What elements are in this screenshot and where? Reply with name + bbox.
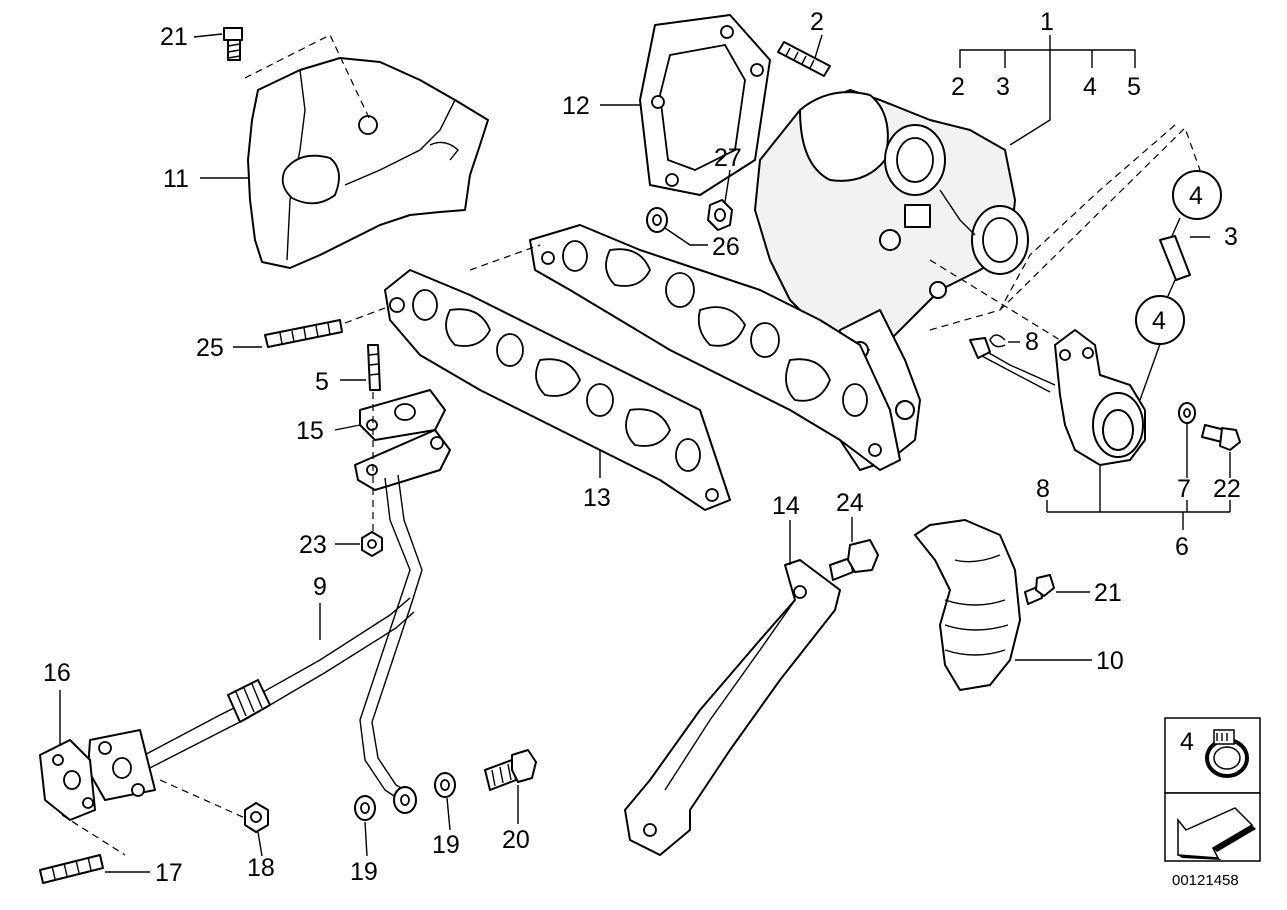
label-23: 23 [299, 531, 327, 559]
label-13: 13 [583, 484, 611, 512]
banjo-fitting [393, 786, 417, 814]
label-2-top: 2 [810, 8, 824, 36]
label-14: 14 [772, 492, 800, 520]
stud-5 [367, 344, 381, 391]
manifold-gasket-lower [384, 269, 731, 511]
bolt-21-upper [223, 27, 243, 61]
heat-shield-upper [247, 57, 489, 269]
direction-arrow-icon [1177, 807, 1256, 860]
stud-25 [264, 319, 343, 348]
label-5-group: 5 [1127, 73, 1141, 101]
label-26: 26 [712, 233, 740, 261]
gasket-15 [359, 389, 446, 441]
label-21-top: 21 [160, 23, 188, 51]
label-25: 25 [196, 334, 224, 362]
washer-19-left [354, 795, 376, 821]
hose-clamp-circle-top [1172, 170, 1222, 220]
label-22: 22 [1213, 475, 1241, 503]
label-8-circlip: 8 [1025, 328, 1039, 356]
label-4-group: 4 [1083, 73, 1097, 101]
inset-arrow-box [1164, 792, 1261, 862]
label-4-circle-bottom: 4 [1152, 307, 1166, 335]
label-27: 27 [714, 144, 742, 172]
oil-return-pipe [134, 597, 415, 773]
circlip-8 [989, 334, 1006, 348]
label-7: 7 [1177, 475, 1191, 503]
washer-19-right [434, 772, 456, 798]
manifold-gasket-upper [529, 224, 901, 471]
label-20: 20 [502, 826, 530, 854]
leader-lines [59, 33, 1231, 873]
bolt-24 [829, 539, 879, 581]
stud-2-upper [777, 41, 831, 77]
label-3-hose: 3 [1224, 223, 1238, 251]
hose-3 [1159, 235, 1191, 281]
label-10: 10 [1096, 647, 1124, 675]
stud-17 [39, 854, 104, 884]
gasket-16 [39, 739, 96, 821]
label-8-actuator: 8 [1036, 475, 1050, 503]
bolt-22 [1201, 424, 1241, 451]
nut-23 [361, 531, 383, 557]
label-11: 11 [163, 165, 189, 193]
label-21-bottom: 21 [1094, 579, 1122, 607]
label-19-left: 19 [350, 858, 378, 886]
label-18: 18 [247, 854, 275, 882]
label-5: 5 [315, 368, 329, 396]
oil-feed-pipe [359, 474, 423, 801]
label-6: 6 [1175, 533, 1189, 561]
label-24: 24 [836, 489, 864, 517]
oil-return-flange [87, 729, 156, 801]
washer-7 [1178, 402, 1196, 424]
washer-26 [646, 207, 668, 233]
callout-labels: 1 2 2 3 4 5 4 3 4 8 8 7 22 6 12 27 26 21… [43, 8, 1241, 887]
diagram-number: 00121458 [1172, 872, 1239, 889]
support-bracket-14 [624, 559, 841, 856]
banjo-bolt-20 [484, 749, 537, 791]
label-19-right: 19 [432, 831, 460, 859]
label-12: 12 [562, 92, 590, 120]
label-15: 15 [296, 417, 324, 445]
label-1: 1 [1040, 8, 1054, 36]
wastegate-actuator [969, 329, 1146, 466]
label-2-group: 2 [951, 73, 965, 101]
hose-clamp-icon [1205, 729, 1249, 778]
label-4-circle-top: 4 [1189, 182, 1203, 210]
label-17: 17 [155, 859, 183, 887]
nut-27 [707, 199, 733, 231]
oil-feed-flange [354, 429, 451, 491]
label-9: 9 [313, 573, 327, 601]
label-16: 16 [43, 659, 71, 687]
nut-18 [244, 802, 269, 833]
heat-shield-lower [914, 519, 1021, 691]
gasket-12 [639, 14, 771, 196]
bolt-21-lower [1024, 574, 1055, 605]
inset-label-4: 4 [1180, 728, 1194, 756]
label-3-group: 3 [996, 73, 1010, 101]
inset-clamp-box: 4 [1164, 717, 1261, 794]
